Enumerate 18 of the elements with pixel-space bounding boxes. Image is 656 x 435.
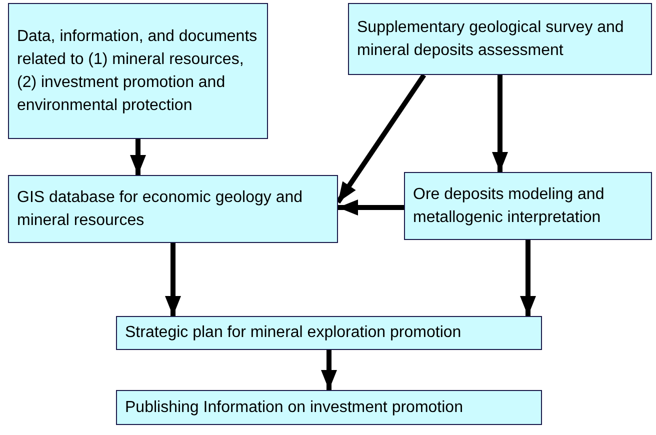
box-text: Supplementary geological survey and mineral deposits assessment [357,18,625,61]
process-box [348,3,652,75]
box-text: Ore deposits modeling and metallogenic interpretation [413,184,606,228]
box-text: Data, information, and documents related to (1) mineral resources, (2) investment promotion and environmental protection [17,26,258,116]
arrow [321,350,337,390]
box-text: GIS database for economic geology and mineral resources [17,188,304,231]
process-box [8,175,338,243]
process-box [404,172,652,240]
box-text: Publishing Information on investment promotion [125,398,463,418]
box-text: Strategic plan for mineral exploration promotion [125,323,462,344]
process-box [8,3,268,139]
process-box [116,390,542,425]
process-box [116,316,542,350]
arrow [165,243,181,316]
arrow [338,200,404,216]
arrow [492,75,508,172]
arrow [130,139,146,175]
arrow [520,240,536,316]
